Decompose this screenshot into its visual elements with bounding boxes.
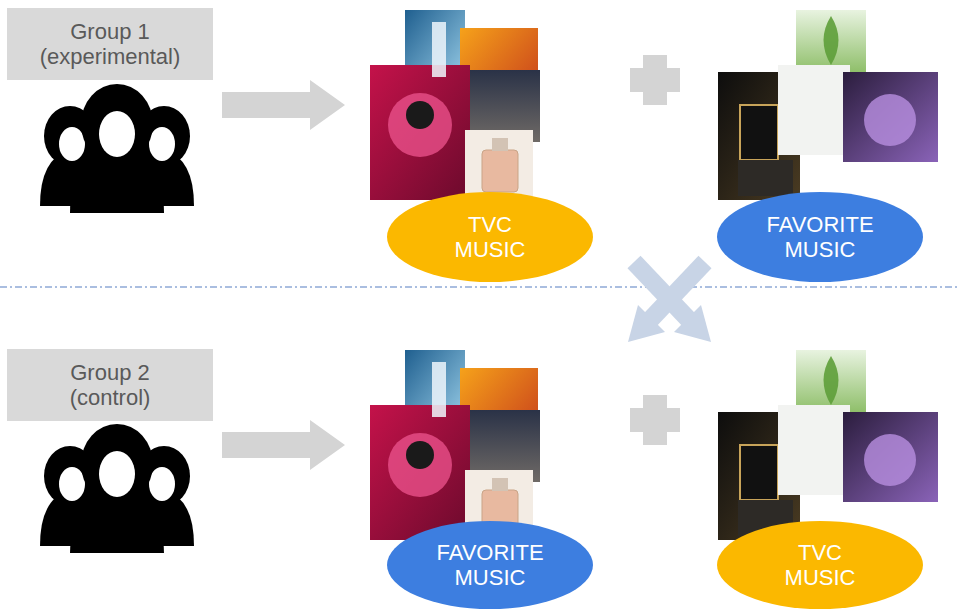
ellipse-fill — [717, 521, 923, 609]
ellipse-fill — [387, 521, 593, 609]
music-label: FAVORITE MUSIC — [766, 212, 873, 263]
music-label: FAVORITE MUSIC — [436, 540, 543, 591]
music-label: TVC MUSIC — [455, 212, 526, 263]
music-ellipse: TVC MUSIC — [387, 192, 593, 282]
group-label: Group 2 (control) — [35, 360, 185, 411]
ellipse-fill — [717, 192, 923, 282]
music-ellipse: TVC MUSIC — [717, 521, 923, 609]
music-ellipse: FAVORITE MUSIC — [717, 192, 923, 282]
music-label: TVC MUSIC — [785, 540, 856, 591]
group-label-box: Group 2 (control) — [7, 349, 213, 421]
music-ellipse: FAVORITE MUSIC — [387, 521, 593, 609]
ellipse-fill — [387, 192, 593, 282]
group-label: Group 1 (experimental) — [35, 19, 185, 70]
group-label-box: Group 1 (experimental) — [7, 8, 213, 80]
